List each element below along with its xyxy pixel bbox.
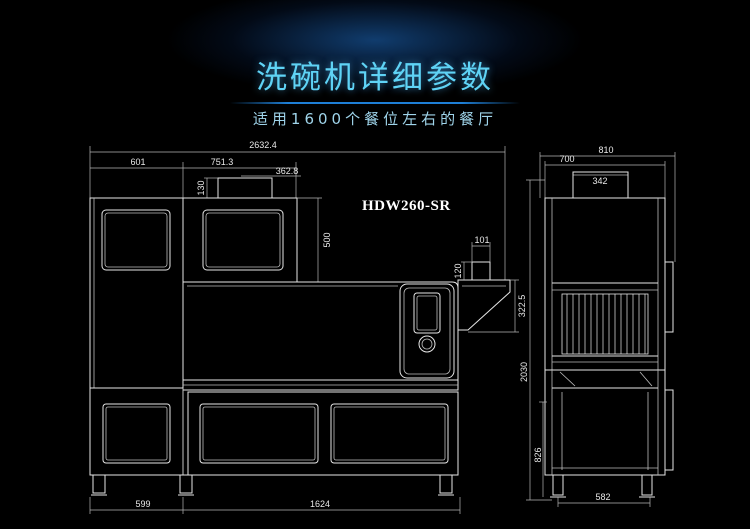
- dish-rack: [561, 293, 649, 355]
- main-lower-door-right: [330, 403, 449, 464]
- main-lower-door-left: [199, 403, 319, 464]
- dim-outlet-hood-height-label: 322.5: [517, 295, 527, 318]
- dim-overall-depth-label: 810: [598, 145, 613, 155]
- dim-outlet-hood-height: 322.5: [468, 279, 527, 333]
- left-lower-door: [102, 403, 171, 464]
- dim-body-depth: 700: [544, 154, 666, 198]
- dim-chimney-width-label: 362.8: [276, 166, 299, 176]
- front-view: 2632.4 601 751.3 362.8 130: [89, 140, 527, 514]
- dim-left-cabinet-width: 601: [130, 157, 145, 167]
- dim-outlet-height-label: 120: [453, 263, 463, 278]
- dim-bottom: 599 1624: [89, 497, 461, 514]
- side-base: [544, 369, 666, 476]
- front-legs: [91, 474, 454, 496]
- side-legs: [550, 474, 655, 498]
- dim-base-height-label: 826: [533, 447, 543, 462]
- dim-base-height: 826: [533, 401, 547, 497]
- left-cabinet-window: [101, 209, 171, 271]
- dim-outlet-width-label: 101: [474, 235, 489, 245]
- dim-body-depth-label: 700: [559, 154, 574, 164]
- main-body: [182, 281, 459, 381]
- dim-overall-depth: 810: [539, 145, 676, 262]
- side-outlet: [664, 261, 674, 333]
- control-knob: [418, 335, 436, 353]
- dim-chimney-height-label: 130: [196, 180, 206, 195]
- main-lower-cabinet: [187, 391, 459, 476]
- dim-chimney-height: 130: [196, 177, 218, 198]
- dim-chimney-depth-label: 342: [592, 176, 607, 186]
- side-view: 810 700 342: [519, 145, 676, 507]
- hood-window: [202, 209, 284, 271]
- dim-overall-width-label: 2632.4: [249, 140, 277, 150]
- front-chimney: [217, 177, 273, 199]
- control-panel: [399, 283, 455, 379]
- dim-outlet-width: 101: [471, 235, 491, 262]
- dim-base-right-width: 1624: [310, 499, 330, 509]
- dim-hood-height: 500: [297, 197, 332, 283]
- model-label: HDW260-SR: [362, 198, 451, 214]
- dim-overall-height: 2030: [519, 179, 552, 501]
- dim-outlet-height: 120: [453, 261, 472, 280]
- title-underline: [230, 102, 520, 104]
- outlet-hood: [457, 279, 511, 331]
- dim-chimney-depth: 342: [573, 174, 628, 186]
- dim-base-left-width: 599: [135, 499, 150, 509]
- dim-hood-height-label: 500: [322, 232, 332, 247]
- dim-base-depth-label: 582: [595, 492, 610, 502]
- dim-chimney-width: 362.8: [241, 166, 301, 177]
- dim-overall-height-label: 2030: [519, 362, 529, 382]
- side-lower-protrusion: [664, 389, 674, 471]
- page-subtitle: 适用1600个餐位左右的餐厅: [252, 110, 498, 128]
- outlet-chimney: [471, 261, 491, 281]
- title-glow: [0, 0, 750, 200]
- dim-upper-widths: 601 751.3: [90, 157, 297, 198]
- dim-base-depth: 582: [557, 492, 651, 507]
- dim-overall-width: 2632.4: [89, 140, 506, 280]
- page-title: 洗碗机详细参数: [256, 60, 494, 96]
- display-screen: [413, 292, 441, 334]
- left-cabinet: [89, 197, 184, 389]
- dim-hood-width: 751.3: [211, 157, 234, 167]
